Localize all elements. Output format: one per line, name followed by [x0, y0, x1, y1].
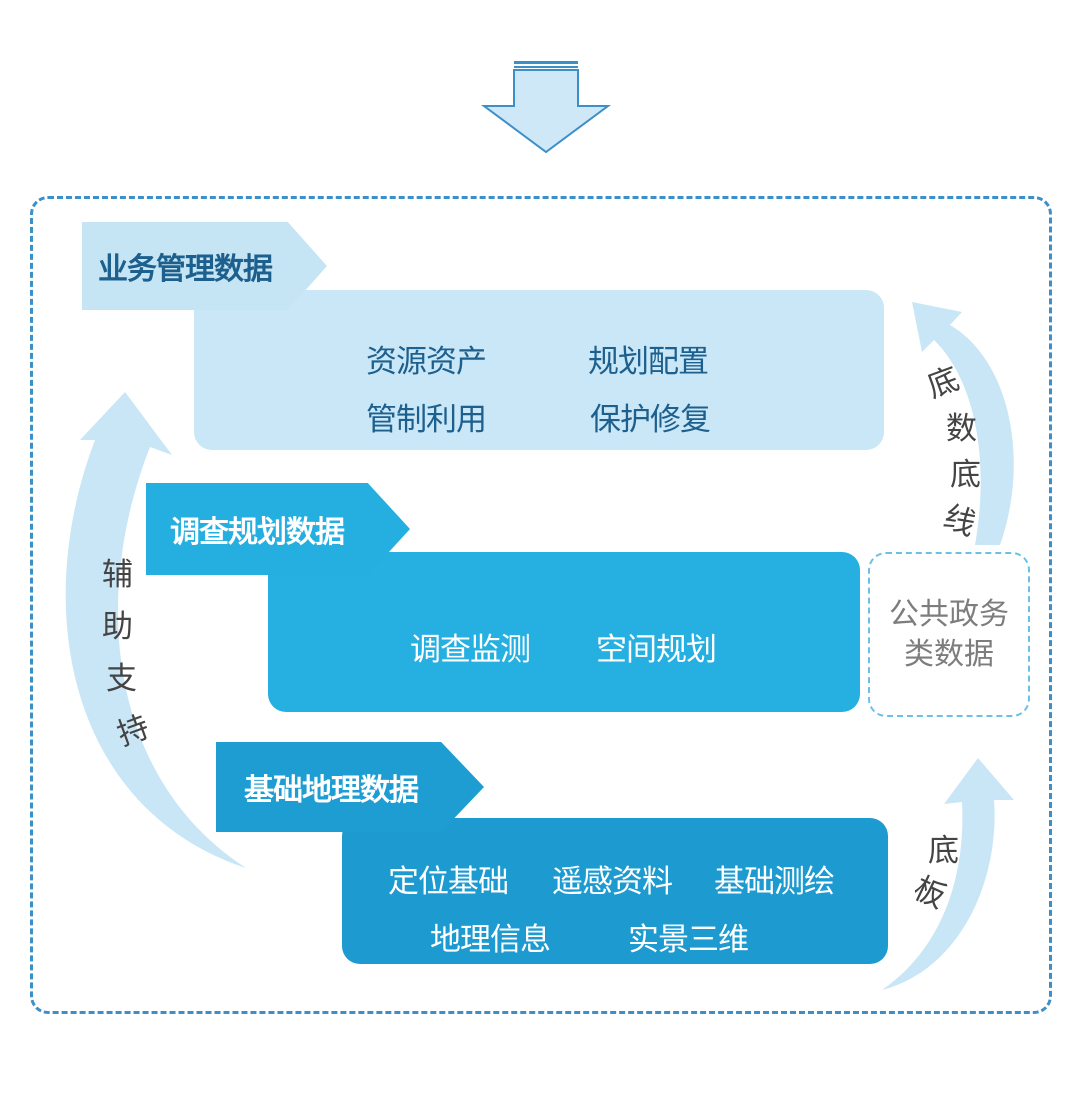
public-data-line1: 公共政务 — [889, 596, 1009, 632]
right-bottom-arrow-char: 底 — [928, 833, 959, 869]
basic-geo-data-box — [342, 818, 888, 964]
right-baseplate-arrow — [882, 758, 1014, 990]
basic-geo-data-tag: 基础地理数据 — [216, 742, 484, 832]
business-data-tag: 业务管理数据 — [82, 222, 327, 310]
left-arrow-char: 辅 — [102, 557, 133, 593]
basic-geo-item: 实景三维 — [628, 922, 749, 958]
left-arrow-char: 助 — [102, 609, 133, 645]
top-down-arrow-icon — [480, 61, 612, 154]
left-support-arrow — [65, 392, 246, 868]
right-arrow-char: 底 — [950, 457, 981, 493]
left-arrow-char: 支 — [106, 661, 137, 697]
basic-geo-item: 遥感资料 — [552, 864, 673, 900]
basic-geo-item: 基础测绘 — [714, 864, 835, 900]
survey-data-box — [268, 552, 860, 712]
business-item: 规划配置 — [588, 344, 709, 380]
public-data-line2: 类数据 — [904, 636, 994, 672]
survey-data-tag: 调查规划数据 — [146, 483, 410, 575]
basic-geo-item: 定位基础 — [388, 864, 509, 900]
business-item: 管制利用 — [366, 402, 487, 438]
public-data-box: 公共政务 类数据 — [868, 552, 1030, 717]
basic-geo-item: 地理信息 — [430, 922, 551, 958]
business-item: 资源资产 — [366, 344, 487, 380]
business-item: 保护修复 — [590, 402, 711, 438]
survey-item: 空间规划 — [596, 632, 717, 668]
right-baseline-arrow — [912, 302, 1014, 545]
survey-item: 调查监测 — [410, 632, 531, 668]
right-arrow-char: 数 — [946, 411, 977, 447]
outer-frame — [30, 196, 1052, 1014]
business-data-box — [194, 290, 884, 450]
